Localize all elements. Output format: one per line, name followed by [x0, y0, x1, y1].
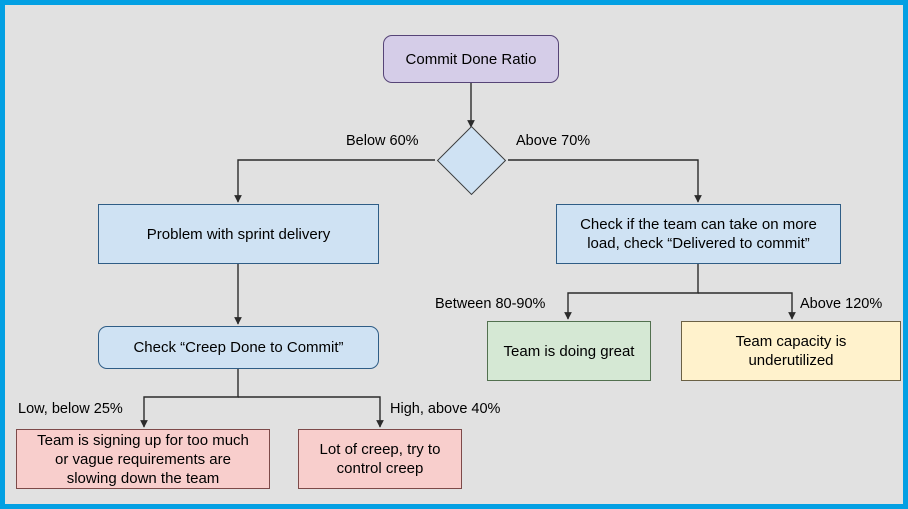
- node-lot-of-creep[interactable]: Lot of creep, try to control creep: [298, 429, 462, 489]
- node-label: Team is doing great: [503, 342, 635, 360]
- node-team-capacity-underutilized[interactable]: Team capacity is underutilized: [681, 321, 901, 381]
- edge-label-low-below-25: Low, below 25%: [18, 401, 123, 417]
- edge-load-to-underutilized: [698, 292, 796, 320]
- edge-label-above-70: Above 70%: [516, 133, 591, 149]
- node-problem-sprint-delivery[interactable]: Problem with sprint delivery: [98, 204, 379, 264]
- edge-label-above-120: Above 120%: [800, 296, 883, 312]
- node-label: Lot of creep, try to control creep: [319, 441, 441, 477]
- node-check-team-load[interactable]: Check if the team can take on more load,…: [556, 204, 841, 264]
- edge-creep-to-lot-of-creep: [238, 396, 384, 428]
- edge-decision-to-check-load: [508, 159, 702, 203]
- node-label: Team is signing up for too much or vague…: [37, 431, 249, 487]
- edge-creep-to-signing-up: [140, 369, 239, 428]
- node-signing-up-too-much[interactable]: Team is signing up for too much or vague…: [16, 429, 270, 489]
- node-check-creep-done[interactable]: Check “Creep Done to Commit”: [98, 326, 379, 369]
- node-label: Problem with sprint delivery: [146, 225, 331, 243]
- edge-decision-to-problem: [234, 159, 435, 203]
- edge-label-below-60: Below 60%: [346, 133, 419, 149]
- node-label: Commit Done Ratio: [405, 50, 537, 68]
- node-label: Check if the team can take on more load,…: [580, 216, 817, 252]
- node-decision-diamond[interactable]: [436, 125, 507, 196]
- node-label: Check “Creep Done to Commit”: [133, 339, 344, 356]
- edge-label-between-80-90: Between 80-90%: [435, 296, 546, 312]
- node-team-doing-great[interactable]: Team is doing great: [487, 321, 651, 381]
- edge-load-to-doing-great: [564, 264, 699, 320]
- node-label: Team capacity is underutilized: [735, 333, 847, 369]
- edge-label-high-above-40: High, above 40%: [390, 401, 501, 417]
- node-commit-done-ratio[interactable]: Commit Done Ratio: [383, 35, 559, 83]
